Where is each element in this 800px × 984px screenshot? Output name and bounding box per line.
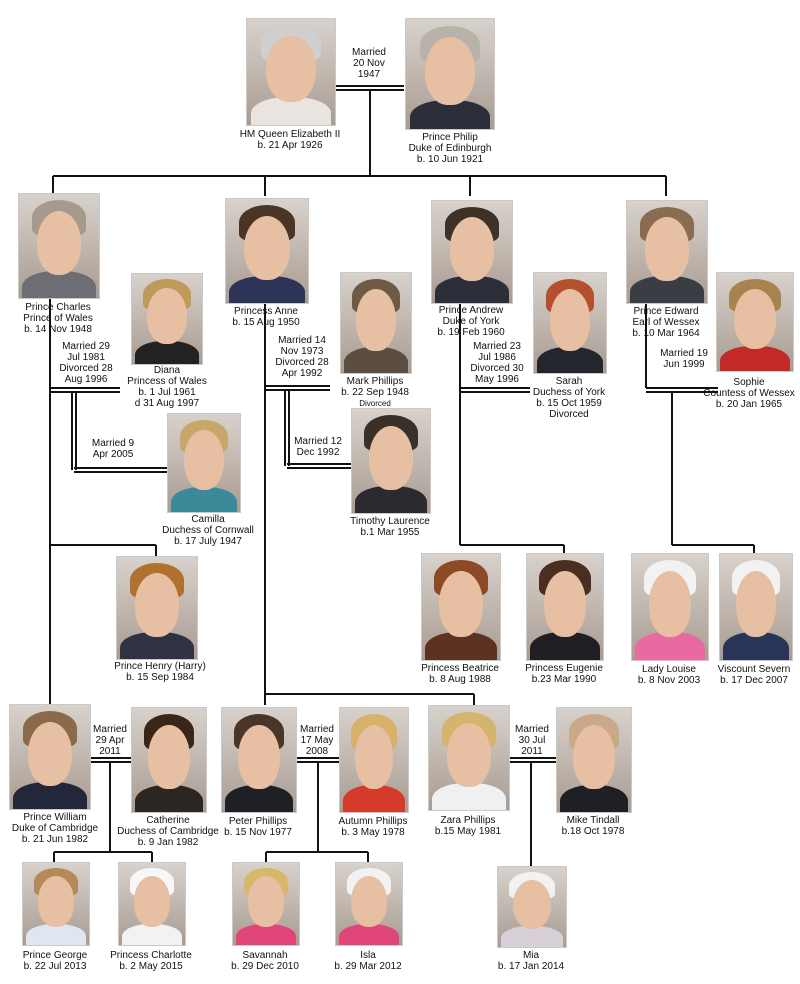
photo-louise	[631, 553, 709, 661]
photo-philip	[405, 18, 495, 130]
photo-mark	[340, 272, 412, 374]
photo-eugenie	[526, 553, 604, 661]
label-harry: Prince Henry (Harry)b. 15 Sep 1984	[114, 661, 206, 683]
photo-autumn	[339, 707, 409, 813]
photo-elizabeth	[246, 18, 336, 126]
photo-andrew	[431, 200, 513, 304]
photo-isla	[335, 862, 403, 946]
photo-camilla	[167, 413, 241, 513]
photo-charlotte	[118, 862, 186, 946]
photo-sophie	[716, 272, 794, 372]
photo-zara	[428, 705, 510, 811]
photo-savannah	[232, 862, 300, 946]
photo-harry	[116, 556, 198, 660]
photo-beatrice	[421, 553, 501, 661]
photo-mia	[497, 866, 567, 948]
photo-anne	[225, 198, 309, 304]
mark-divorced-note: Divorced	[359, 399, 391, 408]
photo-william	[9, 704, 91, 810]
photo-george	[22, 862, 90, 946]
photo-edward	[626, 200, 708, 304]
photo-charles	[18, 193, 100, 299]
photo-timothy	[351, 408, 431, 514]
photo-severn	[719, 553, 793, 661]
photo-catherine	[131, 707, 207, 813]
photo-peter	[221, 707, 297, 813]
photo-sarah	[533, 272, 607, 374]
photo-diana	[131, 273, 203, 365]
photo-mike	[556, 707, 632, 813]
